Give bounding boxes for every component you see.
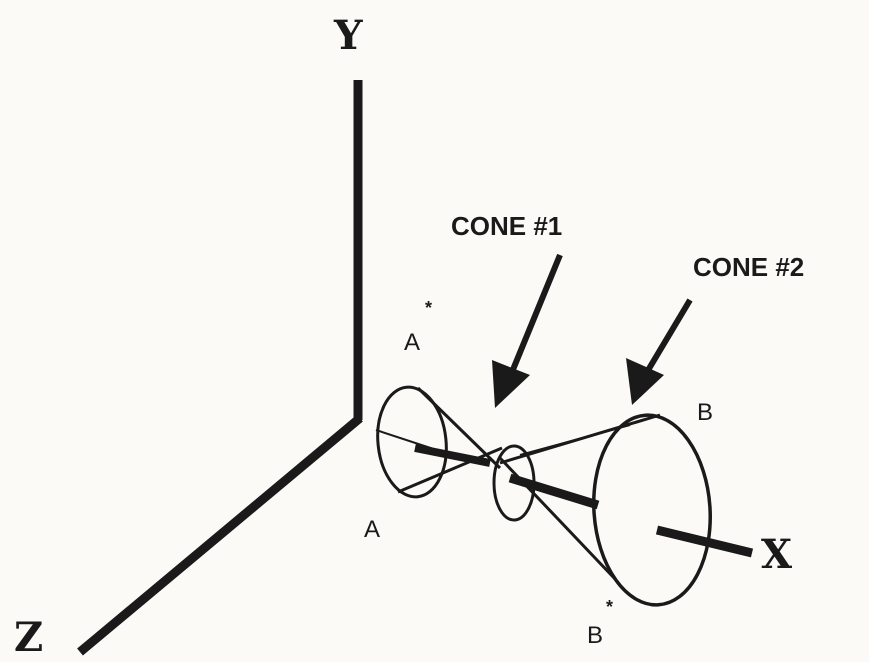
- cone1-arrow-head: [492, 360, 530, 408]
- cone1-base-ellipse: [376, 385, 448, 499]
- cone1-arrow-shaft: [509, 253, 563, 374]
- a-star-label: A: [404, 329, 421, 356]
- cone2-callout-label: CONE #2: [693, 252, 805, 282]
- cone1-lower-generator: [397, 446, 503, 494]
- x-axis-label: X: [761, 531, 793, 578]
- b-star-label: B: [587, 622, 604, 649]
- apex-ellipse: [492, 444, 536, 522]
- b-label: B: [697, 399, 714, 426]
- cone2-arrow-head: [626, 358, 664, 405]
- cone2-base-ellipse: [592, 413, 712, 607]
- a-label: A: [364, 516, 381, 543]
- cone2-lower-generator: [498, 456, 618, 582]
- x-axis-segment-3: [655, 525, 754, 558]
- cone1-side-line: [375, 429, 459, 458]
- z-axis-label: Z: [14, 614, 44, 661]
- cone2-arrow-shaft: [644, 298, 693, 374]
- z-axis: [77, 414, 363, 656]
- b-star-mark: *: [606, 597, 614, 617]
- a-star-mark: *: [425, 298, 433, 318]
- cone1-callout-label: CONE #1: [451, 211, 563, 241]
- cone2-upper-generator-2: [519, 424, 631, 456]
- y-axis-label: Y: [334, 12, 363, 59]
